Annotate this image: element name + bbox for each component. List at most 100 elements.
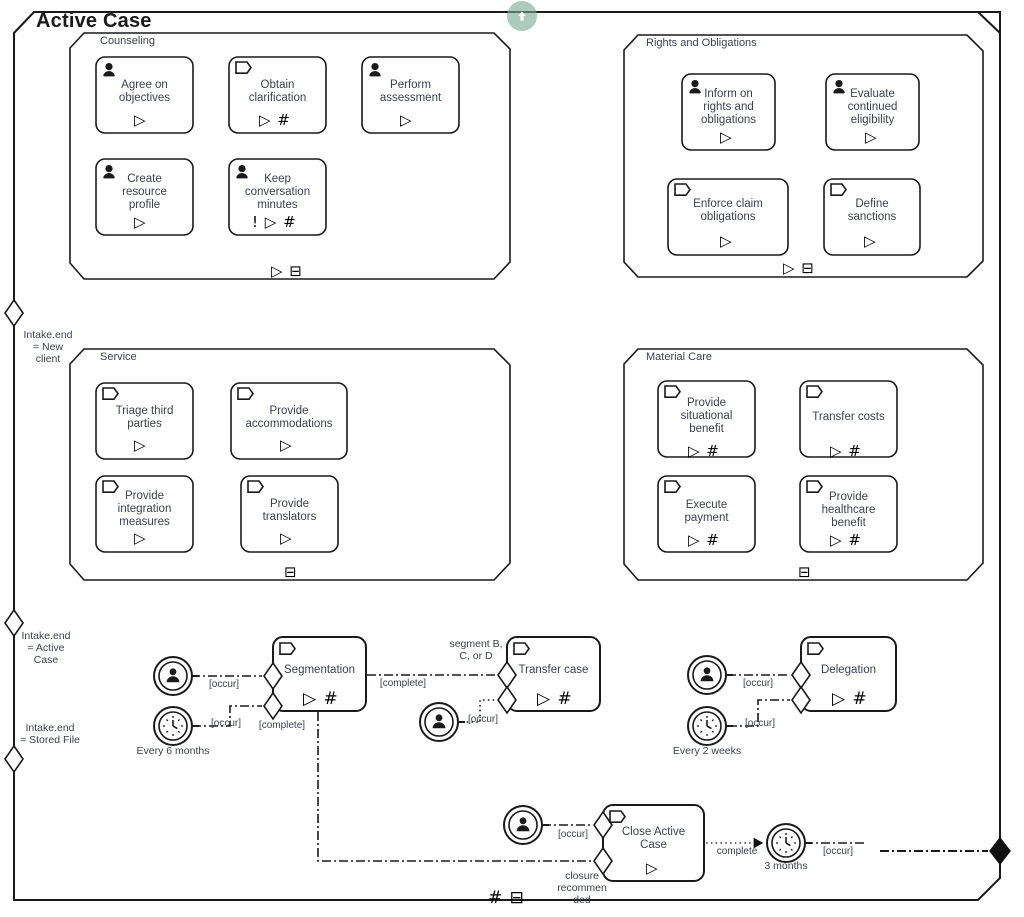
task-close-active-case-shape[interactable] xyxy=(602,804,705,882)
connector-label-occur-1: [occur] xyxy=(208,679,239,690)
sentry-segmentation-timer[interactable] xyxy=(263,691,283,721)
event-label-every-6-months: Every 6 months xyxy=(136,745,210,757)
stage-markers-material-care[interactable]: ⊟ xyxy=(798,563,812,581)
task-label-evaluate-continued-eligibility: Evaluate continued eligibility xyxy=(847,88,898,126)
connector-timer6m-to-segmentation xyxy=(192,705,262,727)
task-provide-situational-benefit-shape[interactable] xyxy=(657,380,756,458)
sentry-close-active-case-bottom[interactable] xyxy=(593,846,613,876)
arrow-up-circle-icon[interactable] xyxy=(507,1,537,31)
connector-label-closure-recommended: closure recommen ded xyxy=(557,870,607,906)
task-markers-agree-on-objectives[interactable]: ▷ xyxy=(134,111,147,129)
sentry-transfer-case-bottom[interactable] xyxy=(497,685,517,715)
task-label-close-active-case: Close Active Case xyxy=(621,826,686,851)
task-label-create-resource-profile: Create resource profile xyxy=(122,173,167,211)
task-label-transfer-case: Transfer case xyxy=(518,664,589,676)
task-perform-assessment-shape[interactable] xyxy=(361,56,460,134)
connector-label-occur-6: [occur] xyxy=(557,829,588,840)
connector-timer2w-to-delegation xyxy=(728,699,790,727)
event-user-close-active-case-shape[interactable] xyxy=(503,805,549,845)
event-user-transfer-case-shape[interactable] xyxy=(419,702,465,742)
task-label-keep-conversation-minutes: Keep conversation minutes xyxy=(244,173,311,211)
stage-markers-counseling[interactable]: ▷ ⊟ xyxy=(271,262,303,280)
task-provide-healthcare-benefit-shape[interactable] xyxy=(799,475,898,553)
stage-rights-and-obligations-border[interactable] xyxy=(623,34,984,278)
case-bottom-markers[interactable]: # ⊟ xyxy=(488,888,525,908)
event-label-every-2-weeks: Every 2 weeks xyxy=(672,745,742,757)
connector-user-to-transfer-case xyxy=(457,699,496,723)
task-provide-accommodations-shape[interactable] xyxy=(230,382,348,460)
task-provide-integration-measures-shape[interactable] xyxy=(95,475,194,553)
stage-markers-rights-and-obligations[interactable]: ▷ ⊟ xyxy=(783,259,815,277)
task-define-sanctions-shape[interactable] xyxy=(823,178,921,256)
task-provide-translators-shape[interactable] xyxy=(240,475,339,553)
task-markers-execute-payment[interactable]: ▷ # xyxy=(688,531,720,549)
sentry-segmentation-user[interactable] xyxy=(263,661,283,691)
task-inform-on-rights-and-obligations-shape[interactable] xyxy=(681,73,776,151)
task-markers-transfer-costs[interactable]: ▷ # xyxy=(830,442,862,460)
sentry-active-case-shape[interactable] xyxy=(4,608,24,638)
task-transfer-costs-shape[interactable] xyxy=(799,380,898,458)
task-label-provide-situational-benefit: Provide situational benefit xyxy=(680,397,733,435)
stage-title-service: Service xyxy=(100,351,137,363)
task-label-agree-on-objectives: Agree on objectives xyxy=(118,79,171,104)
event-timer-every-6-months-shape[interactable] xyxy=(153,706,199,746)
connector-label-occur-7: [occur] xyxy=(822,846,853,857)
task-label-provide-accommodations: Provide accommodations xyxy=(245,405,333,430)
task-label-provide-translators: Provide translators xyxy=(262,498,317,523)
event-timer-every-2-weeks-shape[interactable] xyxy=(687,706,733,746)
exit-criterion-shape[interactable] xyxy=(989,836,1011,866)
task-markers-close-active-case[interactable]: ▷ xyxy=(646,859,659,877)
task-markers-provide-accommodations[interactable]: ▷ xyxy=(280,436,293,454)
task-markers-inform-on-rights-and-obligations[interactable]: ▷ xyxy=(720,128,733,146)
task-markers-provide-healthcare-benefit[interactable]: ▷ # xyxy=(830,531,862,549)
task-create-resource-profile-shape[interactable] xyxy=(95,158,194,236)
sentry-close-active-case-top[interactable] xyxy=(593,810,613,840)
task-markers-perform-assessment[interactable]: ▷ xyxy=(400,111,413,129)
task-markers-evaluate-continued-eligibility[interactable]: ▷ xyxy=(865,128,878,146)
task-markers-create-resource-profile[interactable]: ▷ xyxy=(134,213,147,231)
connector-label-segment-bcd: segment B, C, or D xyxy=(449,638,503,662)
task-label-transfer-costs: Transfer costs xyxy=(812,411,885,423)
stage-markers-service[interactable]: ⊟ xyxy=(284,563,298,581)
sentry-new-client-shape[interactable] xyxy=(4,298,24,328)
task-markers-define-sanctions[interactable]: ▷ xyxy=(864,232,877,250)
event-timer-3-months-shape[interactable] xyxy=(766,823,812,863)
task-obtain-clarification-shape[interactable] xyxy=(228,56,327,134)
connector-label-occur-3: [occur] xyxy=(467,714,498,725)
stage-service-border[interactable] xyxy=(69,348,511,581)
task-markers-triage-third-parties[interactable]: ▷ xyxy=(134,436,147,454)
task-execute-payment-shape[interactable] xyxy=(657,475,756,553)
sentry-stored-file-shape[interactable] xyxy=(4,744,24,774)
task-enforce-claim-obligations-shape[interactable] xyxy=(667,178,789,256)
event-user-segmentation-shape[interactable] xyxy=(153,656,199,696)
sentry-delegation-bottom[interactable] xyxy=(791,685,811,715)
task-label-inform-on-rights-and-obligations: Inform on rights and obligations xyxy=(701,88,756,126)
task-markers-obtain-clarification[interactable]: ▷ # xyxy=(259,111,291,129)
task-markers-provide-translators[interactable]: ▷ xyxy=(280,529,293,547)
connector-label-complete: complete xyxy=(716,846,758,857)
case-plan-model-border xyxy=(13,11,1001,901)
stage-title-rights-and-obligations: Rights and Obligations xyxy=(646,37,757,49)
stage-counseling-border[interactable] xyxy=(69,32,511,280)
task-markers-delegation[interactable]: ▷ # xyxy=(832,689,868,709)
event-user-delegation-shape[interactable] xyxy=(687,655,733,695)
task-markers-provide-situational-benefit[interactable]: ▷ # xyxy=(688,442,720,460)
task-markers-segmentation[interactable]: ▷ # xyxy=(303,689,339,709)
task-triage-third-parties-shape[interactable] xyxy=(95,382,194,460)
task-label-define-sanctions: Define sanctions xyxy=(847,198,897,223)
task-label-triage-third-parties: Triage third parties xyxy=(115,405,174,430)
task-keep-conversation-minutes-shape[interactable] xyxy=(228,158,327,236)
task-evaluate-continued-eligibility-shape[interactable] xyxy=(825,73,920,151)
task-label-segmentation: Segmentation xyxy=(284,664,355,676)
task-markers-keep-conversation-minutes[interactable]: ! ▷ # xyxy=(252,213,297,231)
connector-segmentation-to-close-active-case xyxy=(317,712,592,862)
connector-label-complete-seg-out: [complete] xyxy=(379,678,427,689)
stage-material-care-border[interactable] xyxy=(623,348,984,581)
task-markers-transfer-case[interactable]: ▷ # xyxy=(537,689,573,709)
task-markers-enforce-claim-obligations[interactable]: ▷ xyxy=(720,232,733,250)
task-label-provide-integration-measures: Provide integration measures xyxy=(117,490,172,528)
task-agree-on-objectives-shape[interactable] xyxy=(95,56,194,134)
task-label-execute-payment: Execute payment xyxy=(684,499,729,524)
sentry-label-active-case: Intake.end = Active Case xyxy=(21,630,71,666)
task-markers-provide-integration-measures[interactable]: ▷ xyxy=(134,529,147,547)
